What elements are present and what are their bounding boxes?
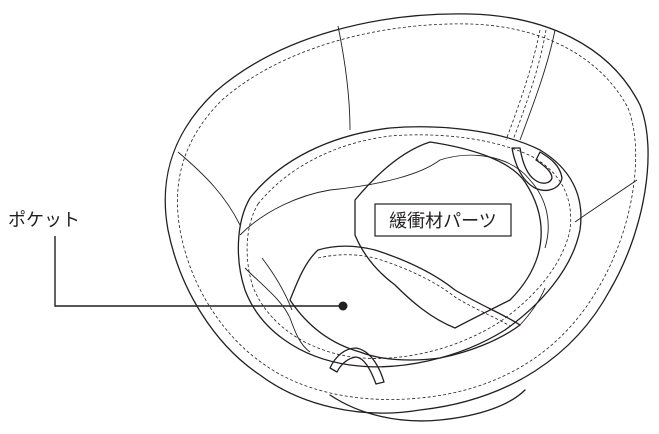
fabric-fold-2 (261, 257, 293, 311)
cushion-part (354, 141, 542, 329)
seam-stitch-right (512, 29, 547, 141)
seam-stitch-right-2 (505, 29, 541, 141)
hat-brim-bottom (329, 389, 526, 422)
inner-lining (239, 154, 549, 249)
cushion-label: 緩衝材パーツ (389, 211, 497, 232)
inner-rim (237, 126, 582, 368)
inner-rim-stitch (246, 134, 572, 359)
pocket-leader-line (54, 236, 343, 307)
panel-seam-top (337, 25, 351, 131)
panel-seam-left (177, 151, 241, 226)
pocket-panel (289, 245, 521, 361)
hat-outer-shell (164, 13, 649, 414)
fabric-fold-1 (244, 267, 311, 353)
pocket-label: ポケット (8, 210, 80, 231)
panel-seam-right (519, 29, 556, 141)
pocket-leader-dot (338, 301, 348, 311)
front-strap-loop (329, 347, 385, 385)
pocket-stitch (317, 254, 511, 327)
panel-seam-right-lower (574, 179, 638, 223)
fabric-fold-3 (519, 287, 546, 326)
cushion-label-box (374, 203, 512, 237)
back-strap-loop (511, 147, 563, 192)
